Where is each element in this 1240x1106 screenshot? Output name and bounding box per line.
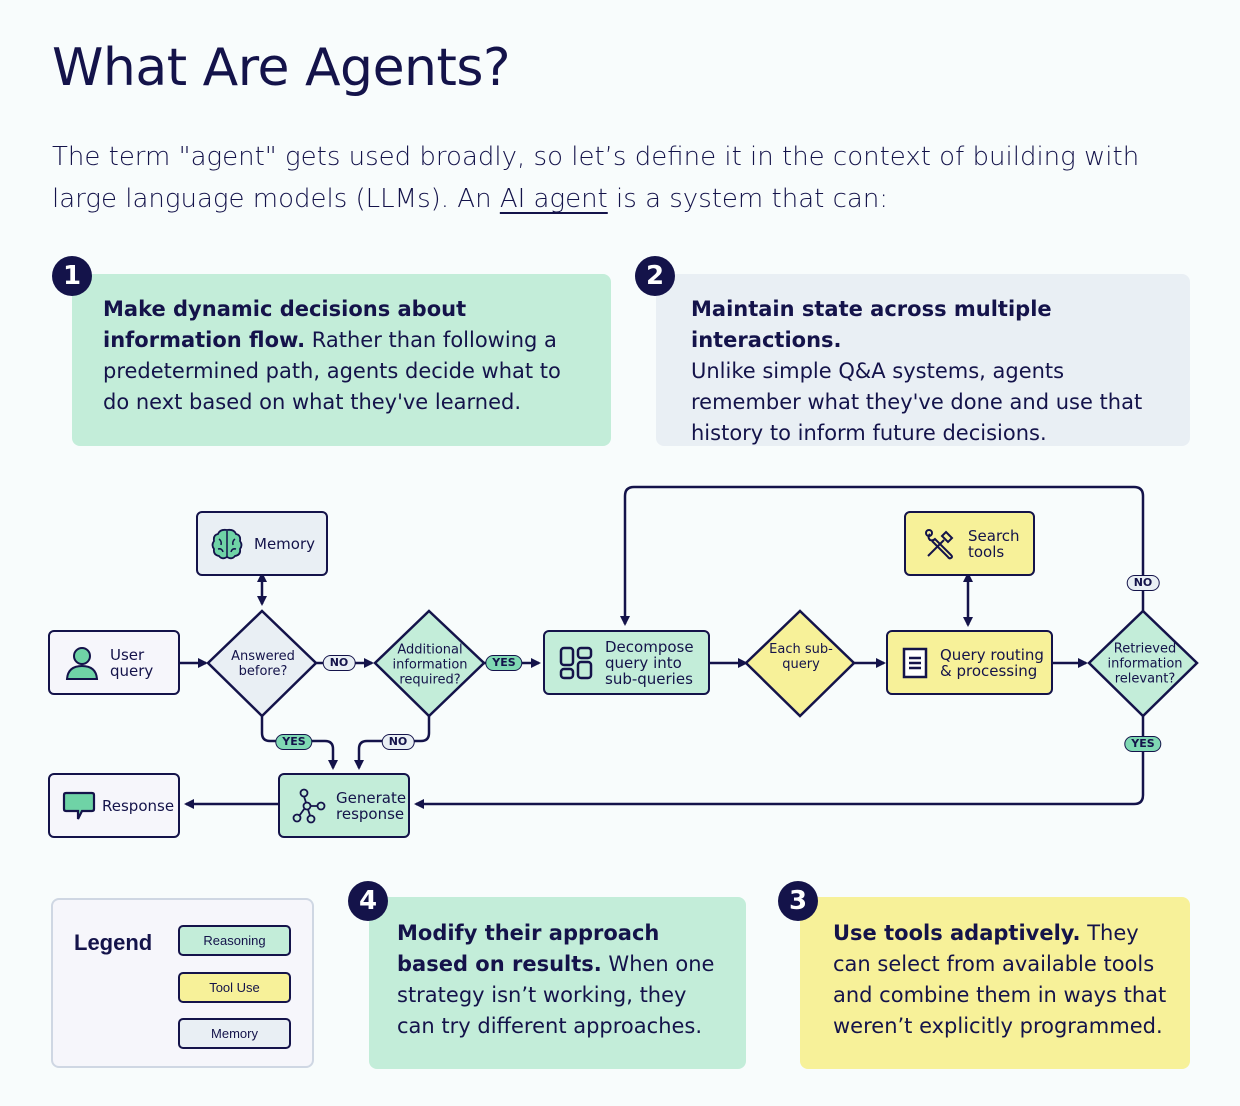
intro-paragraph: The term "agent" gets used broadly, so l… — [52, 136, 1212, 220]
intro-text: The term "agent" gets used broadly, so l… — [52, 142, 1140, 214]
node-query-routing: Query routing & processing — [886, 630, 1053, 695]
edge-retrieved-no-loop — [620, 485, 1145, 626]
legend-item-tool-use: Tool Use — [178, 972, 291, 1003]
document-icon — [902, 647, 928, 679]
each-subquery-label: Each sub-query — [769, 642, 833, 672]
decompose-label: Decompose query into sub-queries — [605, 637, 694, 688]
tools-icon — [924, 528, 956, 560]
legend-title: Legend — [74, 930, 153, 955]
legend-item-reasoning: Reasoning — [178, 925, 291, 956]
card-text: They can select from available tools and… — [833, 921, 1167, 1038]
node-decompose: Decompose query into sub-queries — [543, 630, 710, 695]
decision-each-subquery — [744, 609, 856, 718]
additional-no-pill: NO — [381, 734, 415, 750]
edge-retrieved-yes — [414, 716, 1145, 809]
card-bold: Make dynamic decisions about information… — [103, 297, 467, 352]
chat-bubble-icon — [62, 789, 96, 823]
additional-yes-pill: YES — [485, 655, 523, 671]
page-title: What Are Agents? — [52, 38, 511, 98]
card-bold: Use tools adaptively. — [833, 921, 1081, 945]
answered-yes-pill: YES — [275, 734, 313, 750]
response-label: Response — [102, 796, 175, 815]
answered-before-label: Answered before? — [231, 649, 295, 679]
layout-grid-icon — [559, 646, 593, 680]
additional-info-label: Additional information required? — [392, 642, 468, 688]
query-routing-label: Query routing & processing — [940, 645, 1044, 680]
node-search-tools: Search tools — [904, 511, 1035, 576]
network-icon — [292, 788, 326, 824]
capability-card-4: Modify their approach based on results. … — [369, 897, 746, 1069]
capability-card-3: Use tools adaptively. They can select fr… — [800, 897, 1190, 1069]
node-response: Response — [48, 773, 180, 838]
card-bold: Modify their approach based on results. — [397, 921, 660, 976]
capability-card-2: Maintain state across multiple interacti… — [656, 274, 1190, 446]
legend-item-memory: Memory — [178, 1018, 291, 1049]
card-text: When one strategy isn’t working, they ca… — [397, 952, 715, 1038]
card-bold: Maintain state across multiple interacti… — [691, 297, 1052, 352]
number-badge-2: 2 — [635, 256, 675, 296]
card-text: Unlike simple Q&A systems, agents rememb… — [691, 359, 1143, 445]
node-user-query: User query — [48, 630, 180, 695]
decision-answered-before — [206, 609, 318, 718]
capability-card-1: Make dynamic decisions about information… — [72, 274, 611, 446]
brain-icon — [210, 527, 244, 561]
memory-label: Memory — [254, 534, 316, 553]
ai-agent-link[interactable]: AI agent — [499, 184, 608, 214]
decision-retrieved-relevant — [1087, 609, 1199, 718]
retrieved-no-pill: NO — [1126, 575, 1160, 591]
number-badge-3: 3 — [778, 881, 818, 921]
retrieved-yes-pill: YES — [1124, 736, 1162, 752]
user-query-label: User query — [110, 645, 154, 680]
node-memory: Memory — [196, 511, 328, 576]
search-tools-label: Search tools — [968, 526, 1020, 561]
generate-response-label: Generate response — [336, 788, 407, 823]
legend: Legend Reasoning Tool Use Memory — [51, 898, 314, 1068]
card-text: Rather than following a predetermined pa… — [103, 328, 561, 414]
number-badge-4: 4 — [348, 881, 388, 921]
retrieved-relevant-label: Retrieved information relevant? — [1107, 641, 1183, 687]
user-icon — [64, 645, 100, 681]
number-badge-1: 1 — [52, 256, 92, 296]
intro-text-end: is a system that can: — [607, 184, 889, 214]
node-generate-response: Generate response — [278, 773, 410, 838]
decision-additional-info — [373, 609, 486, 718]
answered-no-pill: NO — [322, 655, 356, 671]
